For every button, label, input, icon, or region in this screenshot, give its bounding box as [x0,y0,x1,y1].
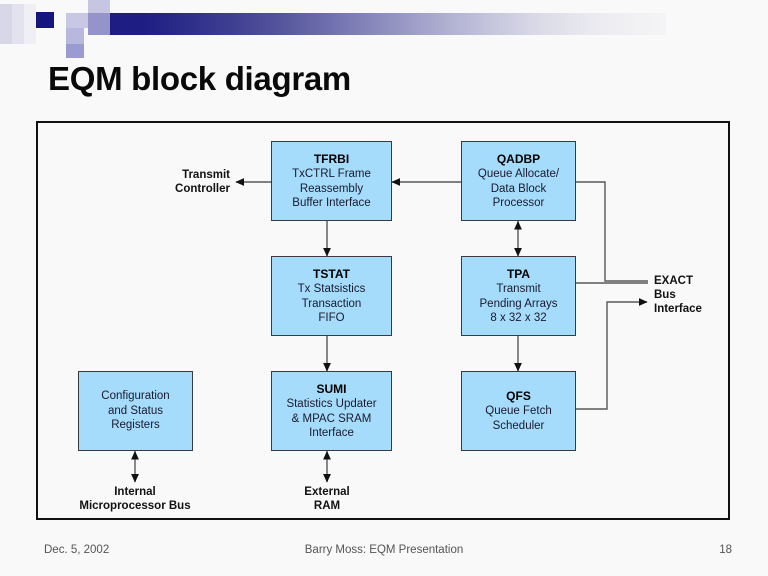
deco-faint-col-1 [0,4,12,44]
block-tstat-line-3: FIFO [318,312,345,324]
block-qfs-title: QFS [506,388,531,403]
block-tstat[interactable]: TSTAT Tx Statsistics Transaction FIFO [271,256,392,336]
block-tpa-line-1: Transmit [496,283,541,295]
block-tstat-title: TSTAT [313,266,350,281]
deco-square-light-top [88,0,110,13]
header-decoration [0,0,768,58]
footer-page-number: 18 [719,544,732,556]
deco-square-pale [66,13,88,28]
block-tfrbi[interactable]: TFRBI TxCTRL Frame Reassembly Buffer Int… [271,141,392,221]
block-sumi-line-1: Statistics Updater [286,398,377,410]
footer-center-text: Barry Moss: EQM Presentation [304,544,464,556]
block-tfrbi-line-3: Buffer Interface [292,197,371,209]
block-sumi-line-2: & MPAC SRAM [291,412,372,425]
deco-square-periwinkle [66,44,84,58]
block-sumi-title: SUMI [316,381,347,396]
block-tfrbi-line-2: Reassembly [299,182,364,195]
deco-square-navy [36,12,54,28]
block-csr-line-2: and Status [108,404,163,417]
deco-square-lavender-low [66,28,84,46]
slide-footer: Dec. 5, 2002 Barry Moss: EQM Presentatio… [0,540,768,570]
block-sumi-line-3: Interface [309,427,354,439]
deco-faint-col-3 [24,4,36,44]
block-csr-line-1: Configuration [101,390,170,403]
block-qadbp-line-1: Queue Allocate/ [477,168,560,180]
block-tfrbi-line-1: TxCTRL Frame [292,168,371,180]
gradient-band [110,13,666,35]
block-sumi[interactable]: SUMI Statistics Updater & MPAC SRAM Inte… [271,371,392,451]
block-tpa-line-3: 8 x 32 x 32 [490,312,547,324]
deco-square-mid [88,13,110,35]
block-config-status-registers[interactable]: Configuration and Status Registers [78,371,193,451]
block-qfs-line-2: Scheduler [492,419,545,432]
block-qadbp-line-2: Data Block [490,182,547,195]
deco-faint-col-2 [12,4,24,44]
block-tpa[interactable]: TPA Transmit Pending Arrays 8 x 32 x 32 [461,256,576,336]
block-qfs-line-1: Queue Fetch [485,405,552,418]
block-tstat-line-2: Transaction [301,297,362,310]
block-tpa-line-2: Pending Arrays [479,297,558,310]
page-title: EQM block diagram [48,60,351,97]
block-qfs[interactable]: QFS Queue Fetch Scheduler [461,371,576,451]
block-csr-line-3: Registers [111,419,160,432]
block-tpa-title: TPA [506,266,531,281]
footer-date: Dec. 5, 2002 [44,544,110,556]
block-qadbp-title: QADBP [496,151,541,166]
block-tfrbi-title: TFRBI [313,151,350,166]
block-qadbp[interactable]: QADBP Queue Allocate/ Data Block Process… [461,141,576,221]
block-qadbp-line-3: Processor [492,197,545,209]
block-tstat-line-1: Tx Statsistics [297,283,366,295]
